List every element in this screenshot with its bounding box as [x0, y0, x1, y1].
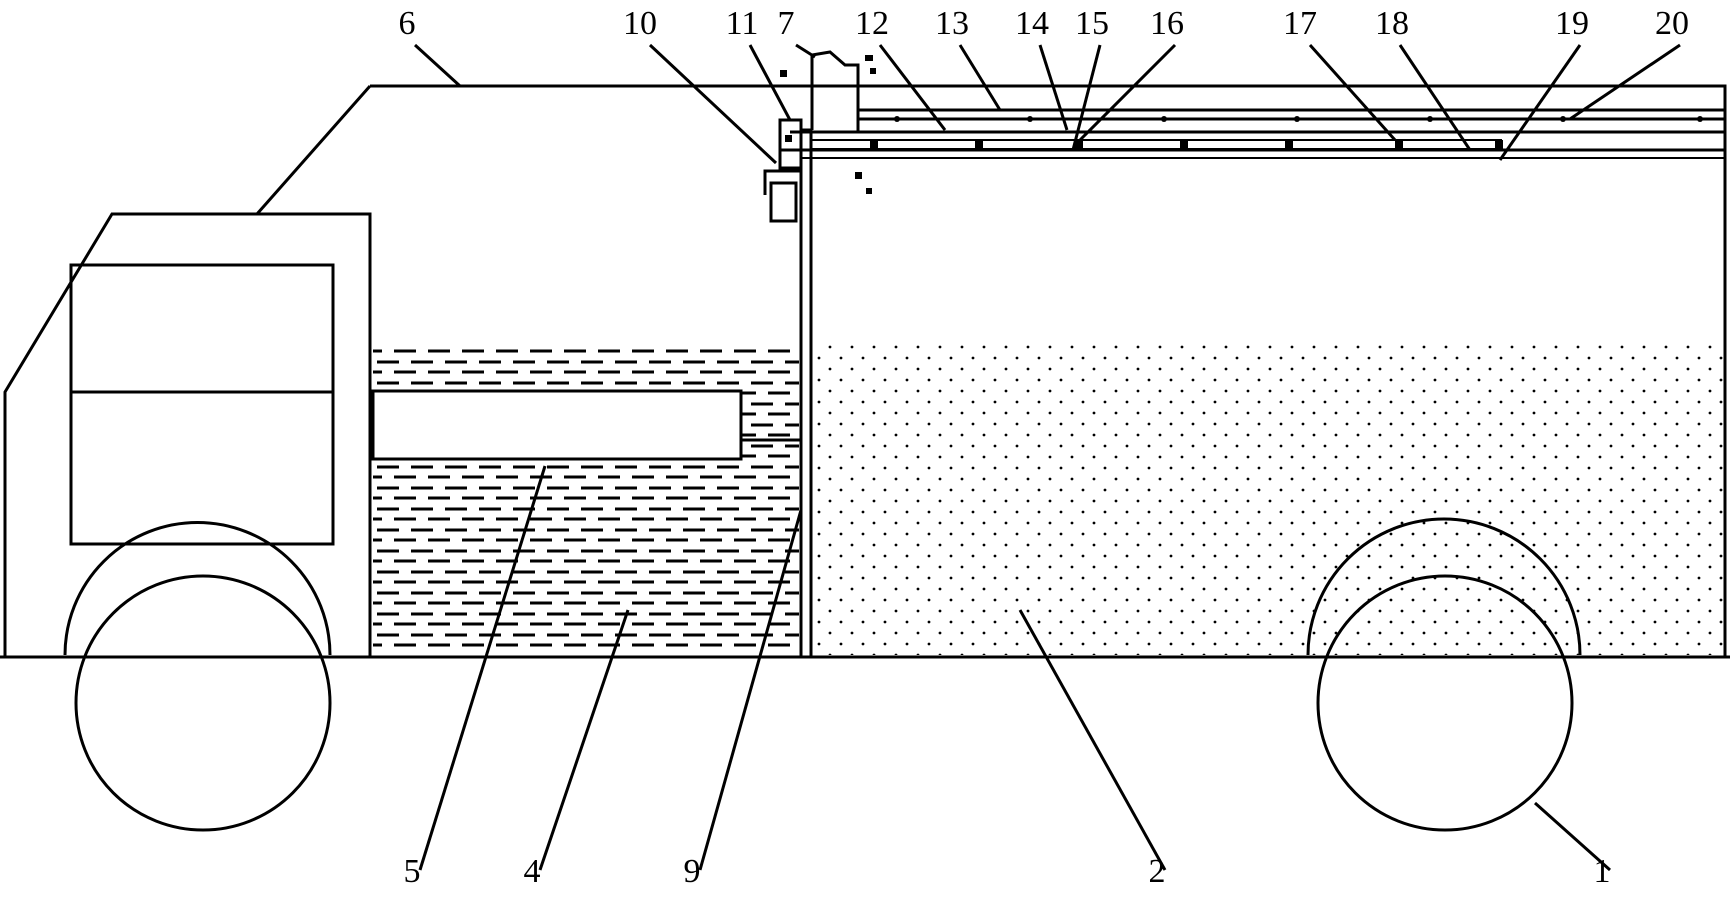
valve-10	[769, 181, 798, 223]
cab-window	[69, 263, 335, 394]
callout-11: 11	[726, 5, 759, 42]
callout-5: 5	[404, 853, 421, 890]
dotted-cargo-area	[813, 343, 1723, 655]
callout-20: 20	[1655, 5, 1689, 42]
leader-10	[648, 43, 778, 165]
inner-tube	[371, 389, 743, 461]
partition-wall	[799, 128, 813, 659]
callout-7: 7	[778, 5, 795, 42]
leader-4	[538, 609, 630, 871]
leader-7	[795, 43, 816, 59]
leader-15	[1071, 44, 1102, 151]
leader-18	[1398, 44, 1472, 151]
leader-12	[878, 44, 947, 131]
rear-wheel	[1316, 574, 1574, 832]
callout-15: 15	[1075, 5, 1109, 42]
rear-wheel-arch	[1306, 517, 1582, 656]
leader-2	[1018, 609, 1167, 871]
callout-1: 1	[1594, 853, 1611, 890]
valve-10-bracket	[763, 169, 801, 195]
leader-17	[1308, 43, 1397, 142]
callout-2: 2	[1149, 853, 1166, 890]
fan-unit-7	[810, 50, 860, 130]
bracket-11	[778, 118, 803, 170]
leader-20	[1569, 43, 1681, 121]
callout-17: 17	[1283, 5, 1317, 42]
callout-4: 4	[524, 853, 541, 890]
cab-outline	[3, 212, 372, 657]
callout-19: 19	[1555, 5, 1589, 42]
roof-nozzles	[780, 55, 1703, 194]
cab-door-panel	[69, 390, 335, 546]
cab-roof-slope	[255, 85, 372, 215]
leader-11	[748, 44, 792, 121]
front-wheel-arch	[63, 521, 332, 656]
callout-10: 10	[623, 5, 657, 42]
callout-14: 14	[1015, 5, 1049, 42]
leader-5	[418, 465, 547, 871]
body-outline	[370, 84, 1727, 657]
callout-12: 12	[855, 5, 889, 42]
leader-13	[958, 44, 1002, 111]
leader-14	[1038, 44, 1069, 131]
callout-18: 18	[1375, 5, 1409, 42]
leader-9	[698, 509, 803, 871]
callout-13: 13	[935, 5, 969, 42]
leader-1	[1534, 801, 1611, 872]
callout-6: 6	[399, 5, 416, 42]
leader-6	[413, 43, 462, 88]
leader-16	[1078, 43, 1177, 142]
callout-9: 9	[684, 853, 701, 890]
callout-16: 16	[1150, 5, 1184, 42]
leader-19	[1498, 44, 1582, 161]
front-wheel	[74, 574, 332, 832]
